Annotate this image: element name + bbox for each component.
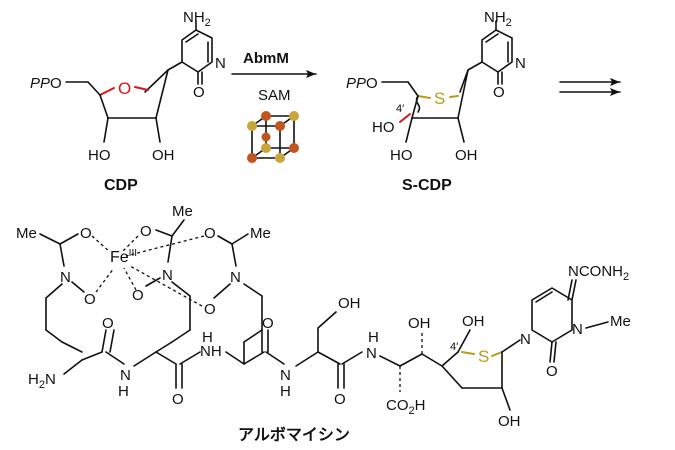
s-carbonyl-o-label: O xyxy=(493,84,505,101)
o-10-label: O xyxy=(334,391,346,408)
co2h-label: CO2H xyxy=(386,397,425,417)
nh-3-label: N xyxy=(280,367,291,384)
h2n-label: H2N xyxy=(28,371,56,391)
o-4-label: O xyxy=(132,287,144,304)
n-1-label: N xyxy=(60,269,71,286)
s-nh2-label: NH2 xyxy=(484,9,512,29)
me-3-label: Me xyxy=(250,225,271,242)
albomycin-structure: FeIII Me O N O Me O N O Me O N xyxy=(16,203,631,444)
ho-3-label: HO xyxy=(88,147,111,164)
o-3-label: O xyxy=(140,223,152,240)
s-ring-n-label: N xyxy=(515,55,526,72)
s-cdp-structure: NH2 N O S 4′ PPO HO HO OH S-CDP xyxy=(346,9,526,194)
pp-label: PPO xyxy=(30,75,62,92)
pos4-label: 4′ xyxy=(396,103,404,115)
s-oh-2-label: OH xyxy=(455,147,478,164)
me-1-label: Me xyxy=(16,225,37,242)
carbonyl-o-label: O xyxy=(193,84,205,101)
nh2-label: NH2 xyxy=(183,9,211,29)
s-ho-3-label: HO xyxy=(390,147,413,164)
cdp-name: CDP xyxy=(104,177,138,194)
base-o-label: O xyxy=(546,363,558,380)
o-1-label: O xyxy=(80,225,92,242)
me-2-label: Me xyxy=(172,203,193,220)
o-5-label: O xyxy=(204,225,216,242)
h-1-label: H xyxy=(118,383,129,400)
reaction-arrow-group: AbmM SAM xyxy=(231,50,317,104)
n-2-label: N xyxy=(162,267,173,284)
cofactor-label: SAM xyxy=(258,87,291,104)
h-2-label: H xyxy=(202,329,213,346)
nh-4-label: N xyxy=(366,345,377,362)
o-8-label: O xyxy=(172,391,184,408)
oh-3-albo-label: OH xyxy=(498,413,521,430)
o-9-label: O xyxy=(262,315,274,332)
oh-2-albo-label: OH xyxy=(462,313,485,330)
n-3-label: N xyxy=(230,269,241,286)
ring-n-label: N xyxy=(215,55,226,72)
cdp-structure: NH2 N O O PPO HO OH CDP xyxy=(30,9,226,194)
albo-pos4-label: 4′ xyxy=(450,341,458,353)
o-2-label: O xyxy=(84,291,96,308)
ho-4-label: HO xyxy=(372,119,395,136)
s-pp-label: PPO xyxy=(346,75,378,92)
nh-2-label: NH xyxy=(200,343,222,360)
multistep-arrow-icon xyxy=(559,78,621,96)
albomycin-name: アルボマイシン xyxy=(238,426,350,444)
sulfur-label: S xyxy=(434,89,445,108)
enzyme-label: AbmM xyxy=(243,50,289,67)
h-3-label: H xyxy=(280,383,291,400)
oh-2-label: OH xyxy=(152,147,175,164)
serine-oh-label: OH xyxy=(338,295,361,312)
oh-1-label: OH xyxy=(408,315,431,332)
fe-label: FeIII xyxy=(110,248,137,266)
o-7-label: O xyxy=(102,315,114,332)
nh-1-label: N xyxy=(120,367,131,384)
n-me-label: Me xyxy=(610,313,631,330)
fe4s4-cluster-icon xyxy=(247,111,299,163)
o-6-label: O xyxy=(204,301,216,318)
ring-oxygen-label: O xyxy=(118,79,131,98)
albo-sulfur-label: S xyxy=(478,347,489,366)
s-cdp-name: S-CDP xyxy=(402,177,452,194)
base-n-label: N xyxy=(520,331,531,348)
h-4-label: H xyxy=(368,329,379,346)
nconh2-label: NCONH2 xyxy=(568,263,629,283)
base-n3-label: N xyxy=(572,321,583,338)
